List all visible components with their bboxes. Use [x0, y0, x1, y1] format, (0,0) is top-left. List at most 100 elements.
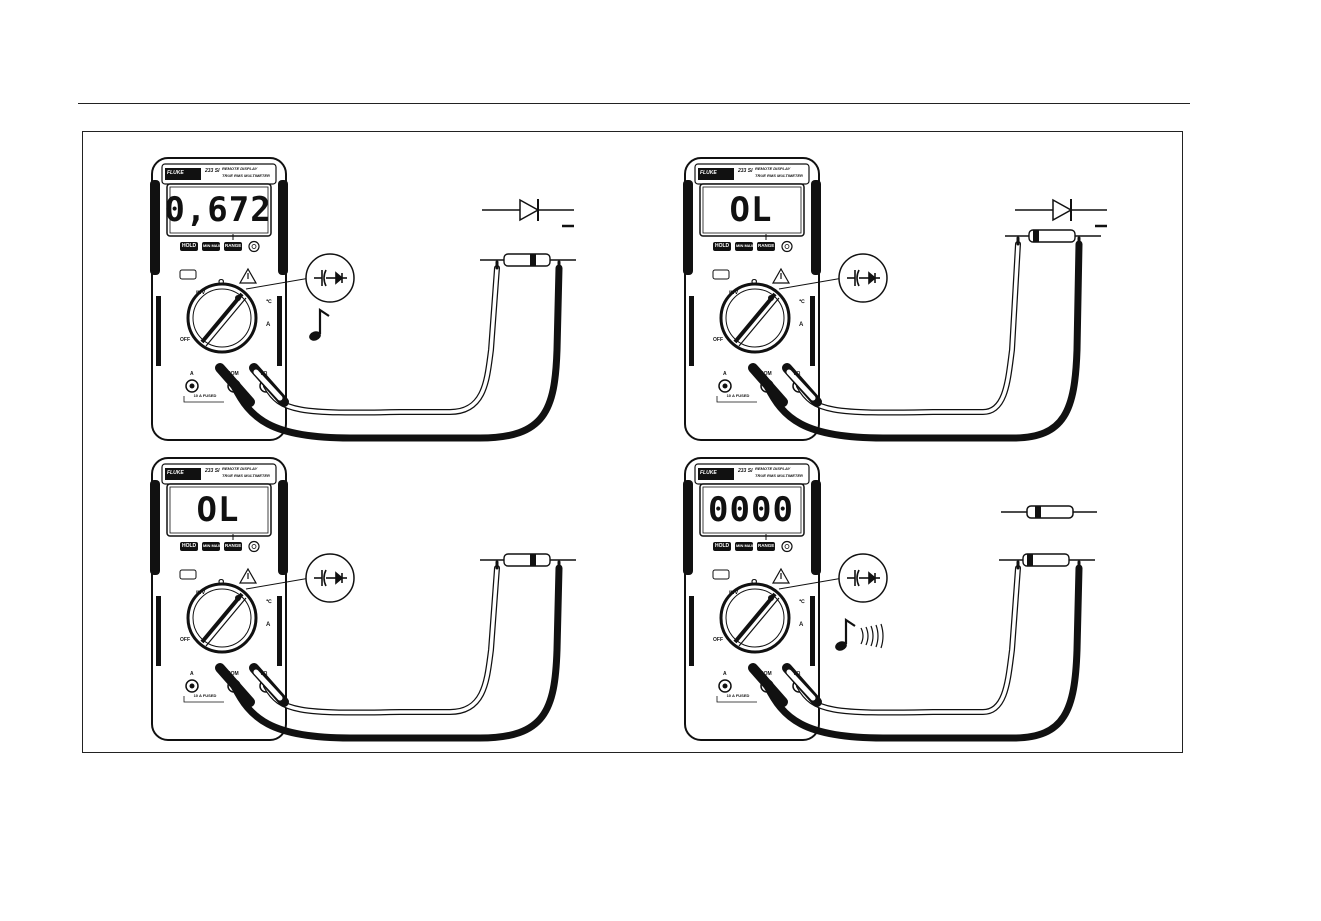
button-hold: HOLD [715, 243, 730, 249]
red-test-lead [797, 242, 1020, 415]
meter-dial [179, 267, 258, 354]
brand-label: FLUKE [700, 470, 717, 476]
callout [778, 553, 888, 603]
button-hold: HOLD [715, 543, 730, 549]
capacitor-diode-mode-icon [314, 569, 347, 587]
meter-illustration [683, 157, 1107, 442]
meter-display: 0,672 [164, 190, 272, 230]
brand-label: FLUKE [700, 170, 717, 176]
subtitle-1: REMOTE DISPLAY [755, 166, 791, 171]
dial-temp-label: ℃ [266, 599, 272, 605]
component-diode [480, 253, 576, 267]
subtitle-1: REMOTE DISPLAY [755, 466, 791, 471]
meter-dial [712, 567, 791, 654]
black-probe-plug [748, 663, 788, 707]
sound-waves-icon [875, 624, 879, 648]
red-test-lead-outline [263, 265, 500, 416]
brand-label: FLUKE [167, 170, 184, 176]
jack-com-label: COM [227, 371, 239, 377]
red-test-lead-outline [796, 565, 1021, 716]
red-test-lead-outline [796, 241, 1021, 416]
jack-volt-ohm-label: VΩ [260, 671, 268, 677]
fused-label: 10 A FUSED [193, 693, 217, 698]
button-range: RANGE [758, 243, 775, 248]
dial-ohm-label: Ω [218, 578, 225, 587]
subtitle-2: TRUE RMS MULTIMETER [755, 173, 803, 178]
model-label: 233 SI [738, 168, 753, 174]
diode-symbol-icon [482, 198, 574, 228]
jack-com-label: COM [227, 671, 239, 677]
brand-label: FLUKE [167, 470, 184, 476]
capacitor-diode-mode-icon [847, 269, 880, 287]
component-diode [480, 553, 576, 567]
diode-symbol-icon [1015, 198, 1107, 228]
meter-buttons [180, 234, 260, 253]
jack-volt-ohm-label: VΩ [793, 671, 801, 677]
dial-mv-label: mV [729, 590, 739, 596]
dial-off-label: OFF [713, 337, 723, 343]
fused-label: 10 A FUSED [726, 693, 750, 698]
button-hold: HOLD [182, 243, 197, 249]
callout [245, 253, 355, 303]
meter-dial [179, 567, 258, 654]
meter-display: OL [196, 490, 240, 530]
dial-temp-label: ℃ [266, 299, 272, 305]
dial-temp-label: ℃ [799, 599, 805, 605]
dial-off-label: OFF [180, 637, 190, 643]
test-leads [215, 260, 563, 442]
music-note-icon [309, 307, 330, 341]
dial-ohm-label: Ω [218, 278, 225, 287]
black-probe-plug [215, 363, 255, 407]
button-minmax: MIN MAX [203, 543, 221, 548]
dial-off-label: OFF [713, 637, 723, 643]
subtitle-1: REMOTE DISPLAY [222, 166, 258, 171]
dial-mv-label: mV [196, 590, 206, 596]
panel-open-diode: OL FLUKE 233 SI REMOTE DISPLAY TRUE RMS … [150, 450, 670, 750]
panel-shorted-diode: 0000 FLUKE 233 SI REMOTE DISPLAY TRUE RM… [683, 450, 1203, 750]
music-note-icon [835, 617, 884, 651]
black-test-lead [763, 564, 1083, 742]
dial-mv-label: mV [729, 290, 739, 296]
black-test-lead [230, 264, 563, 442]
jack-com-label: COM [760, 371, 772, 377]
meter-buttons [180, 534, 260, 553]
subtitle-2: TRUE RMS MULTIMETER [222, 473, 270, 478]
callout [778, 253, 888, 303]
fused-label: 10 A FUSED [193, 393, 217, 398]
red-test-lead [797, 566, 1020, 715]
test-leads [215, 560, 563, 742]
black-probe-plug [748, 363, 788, 407]
component-diode [1005, 229, 1101, 243]
model-label: 233 SI [738, 468, 753, 474]
meter-illustration [150, 457, 576, 742]
panel-reverse-bias: OL FLUKE 233 SI REMOTE DISPLAY TRUE RMS … [683, 150, 1203, 450]
jack-com-label: COM [760, 671, 772, 677]
sound-waves-icon [860, 627, 864, 645]
reference-component-icon [1001, 505, 1097, 519]
sound-waves-icon [870, 625, 874, 647]
button-minmax: MIN MAX [203, 243, 221, 248]
dial-amp-label: A [266, 622, 271, 628]
dial-amp-label: A [266, 322, 271, 328]
dial-amp-label: A [799, 322, 804, 328]
test-leads [748, 560, 1083, 742]
figure-frame [82, 131, 1183, 753]
model-label: 233 SI [205, 468, 220, 474]
jack-a-label: A [190, 671, 194, 677]
button-range: RANGE [225, 243, 242, 248]
jack-a-label: A [723, 371, 727, 377]
black-test-lead [230, 564, 563, 742]
fused-label: 10 A FUSED [726, 393, 750, 398]
red-test-lead [264, 266, 499, 415]
sound-waves-icon [880, 623, 884, 649]
meter-display: OL [729, 190, 773, 230]
red-test-lead [264, 566, 499, 715]
header-rule [78, 103, 1190, 104]
dial-mv-label: mV [196, 290, 206, 296]
button-range: RANGE [225, 543, 242, 548]
meter-display: 0000 [708, 490, 794, 530]
capacitor-diode-mode-icon [314, 269, 347, 287]
meter-dial [712, 267, 791, 354]
dial-off-label: OFF [180, 337, 190, 343]
button-minmax: MIN MAX [736, 543, 754, 548]
